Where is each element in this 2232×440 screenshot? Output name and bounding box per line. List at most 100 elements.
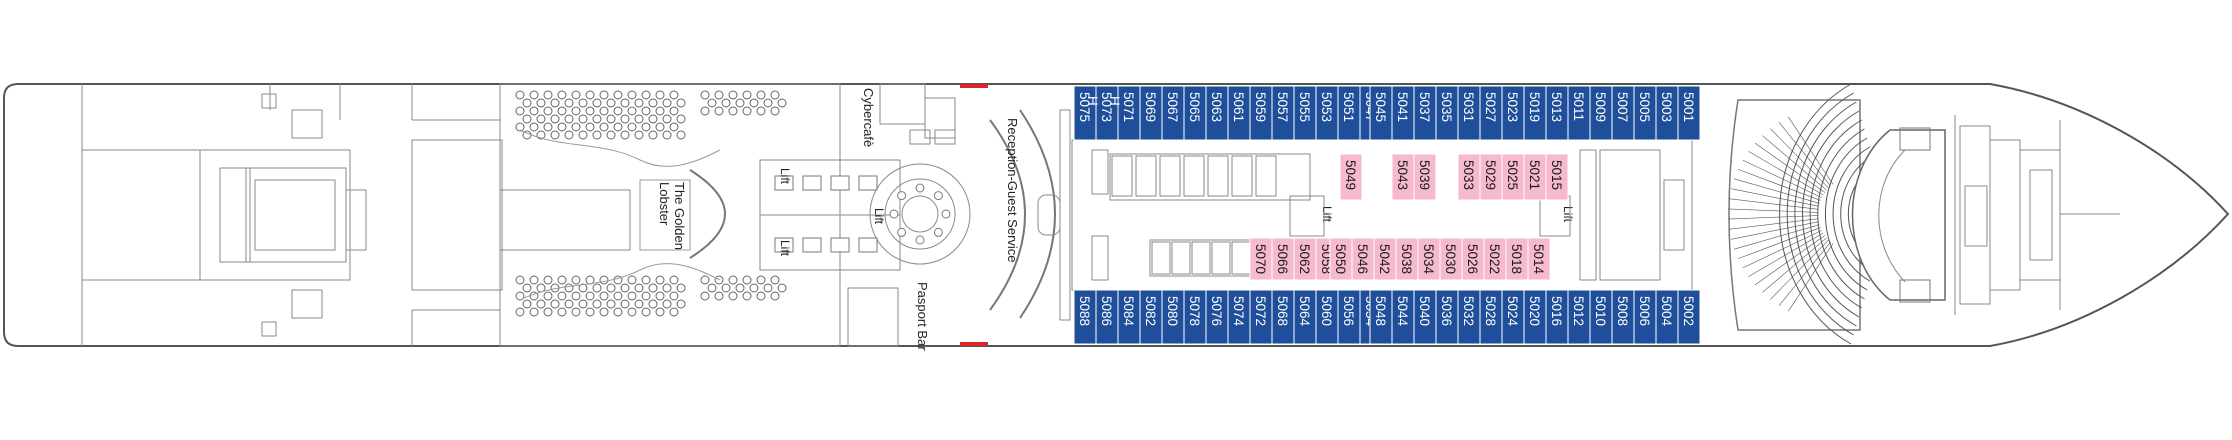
cabin-5050[interactable]: 5050 — [1329, 237, 1353, 281]
cabin-5040[interactable]: 5040 — [1413, 289, 1437, 345]
cabin-5045[interactable]: 5045 — [1369, 85, 1393, 141]
cabin-number: 5071 — [1121, 92, 1136, 122]
cabin-number: 5028 — [1483, 296, 1498, 326]
cabin-5018[interactable]: 5018 — [1505, 237, 1529, 281]
cabin-5059[interactable]: 5059 — [1249, 85, 1273, 141]
cabin-5082[interactable]: 5082 — [1139, 289, 1163, 345]
cabin-5033[interactable]: 5033 — [1457, 153, 1481, 201]
cabin-5044[interactable]: 5044 — [1391, 289, 1415, 345]
cabin-5066[interactable]: 5066 — [1271, 237, 1295, 281]
cabin-5084[interactable]: 5084 — [1117, 289, 1141, 345]
cabin-5004[interactable]: 5004 — [1655, 289, 1679, 345]
cabin-5038[interactable]: 5038 — [1395, 237, 1419, 281]
cabin-5019[interactable]: 5019 — [1523, 85, 1547, 141]
cabin-5056[interactable]: 5056 — [1337, 289, 1361, 345]
cabin-5074[interactable]: 5074 — [1227, 289, 1251, 345]
cabin-number: 5078 — [1187, 296, 1202, 326]
cabin-5042[interactable]: 5042 — [1373, 237, 1397, 281]
cabin-5068[interactable]: 5068 — [1271, 289, 1295, 345]
cabin-5061[interactable]: 5061 — [1227, 85, 1251, 141]
cabin-5072[interactable]: 5072 — [1249, 289, 1273, 345]
cabin-5021[interactable]: 5021 — [1523, 153, 1547, 201]
cabin-5024[interactable]: 5024 — [1501, 289, 1525, 345]
cabin-number: 5051 — [1341, 92, 1356, 122]
cabin-5073[interactable]: 5073 — [1095, 85, 1119, 141]
cabin-5078[interactable]: 5078 — [1183, 289, 1207, 345]
cabin-number: 5084 — [1121, 296, 1136, 327]
cabin-5037[interactable]: 5037 — [1413, 85, 1437, 141]
cabin-5011[interactable]: 5011 — [1567, 85, 1591, 141]
cabin-5022[interactable]: 5022 — [1483, 237, 1507, 281]
cabin-5053[interactable]: 5053 — [1315, 85, 1339, 141]
cabin-5067[interactable]: 5067 — [1161, 85, 1185, 141]
cabin-number: 5064 — [1297, 296, 1312, 327]
cabin-number: 5031 — [1461, 92, 1476, 122]
cabin-5064[interactable]: 5064 — [1293, 289, 1317, 345]
cabin-5062[interactable]: 5062 — [1293, 237, 1317, 281]
cabin-5075[interactable]: 5075 — [1073, 85, 1097, 141]
cabin-number: 5009 — [1593, 92, 1608, 122]
cabin-5034[interactable]: 5034 — [1417, 237, 1441, 281]
accessible-badge: H — [1085, 96, 1100, 106]
cabin-5043[interactable]: 5043 — [1391, 153, 1415, 201]
cabin-5005[interactable]: 5005 — [1633, 85, 1657, 141]
cabin-5086[interactable]: 5086 — [1095, 289, 1119, 345]
cabin-5020[interactable]: 5020 — [1523, 289, 1547, 345]
cabin-5032[interactable]: 5032 — [1457, 289, 1481, 345]
cabin-5065[interactable]: 5065 — [1183, 85, 1207, 141]
cabin-5041[interactable]: 5041 — [1391, 85, 1415, 141]
cabin-5048[interactable]: 5048 — [1369, 289, 1393, 345]
cabin-5026[interactable]: 5026 — [1461, 237, 1485, 281]
cabin-number: 5019 — [1527, 92, 1542, 122]
cabin-5036[interactable]: 5036 — [1435, 289, 1459, 345]
cabin-5039[interactable]: 5039 — [1413, 153, 1437, 201]
cabin-5023[interactable]: 5023 — [1501, 85, 1525, 141]
cabin-number: 5026 — [1465, 244, 1480, 274]
cabin-5030[interactable]: 5030 — [1439, 237, 1463, 281]
cabin-5010[interactable]: 5010 — [1589, 289, 1613, 345]
cabin-5057[interactable]: 5057 — [1271, 85, 1295, 141]
cabin-5088[interactable]: 5088 — [1073, 289, 1097, 345]
cabin-number: 5065 — [1187, 92, 1202, 122]
cabin-5035[interactable]: 5035 — [1435, 85, 1459, 141]
cabin-5008[interactable]: 5008 — [1611, 289, 1635, 345]
cabin-number: 5011 — [1571, 92, 1586, 121]
cabin-5063[interactable]: 5063 — [1205, 85, 1229, 141]
cabin-number: 5007 — [1615, 92, 1630, 122]
cabin-5001[interactable]: 5001 — [1677, 85, 1701, 141]
cabin-5009[interactable]: 5009 — [1589, 85, 1613, 141]
cabin-number: 5086 — [1099, 296, 1114, 326]
cabin-number: 5075 — [1077, 92, 1092, 122]
cabin-5028[interactable]: 5028 — [1479, 289, 1503, 345]
cabin-5015[interactable]: 5015 — [1545, 153, 1569, 201]
cabin-5076[interactable]: 5076 — [1205, 289, 1229, 345]
cabin-number: 5018 — [1509, 244, 1524, 274]
cabin-number: 5074 — [1231, 296, 1246, 327]
cabin-5003[interactable]: 5003 — [1655, 85, 1679, 141]
cabin-5060[interactable]: 5060 — [1315, 289, 1339, 345]
cabin-5016[interactable]: 5016 — [1545, 289, 1569, 345]
cabin-5007[interactable]: 5007 — [1611, 85, 1635, 141]
cabin-5013[interactable]: 5013 — [1545, 85, 1569, 141]
cabin-5055[interactable]: 5055 — [1293, 85, 1317, 141]
cabin-number: 5082 — [1143, 296, 1158, 326]
cabin-5080[interactable]: 5080 — [1161, 289, 1185, 345]
cabin-5014[interactable]: 5014 — [1527, 237, 1551, 281]
cabin-5031[interactable]: 5031 — [1457, 85, 1481, 141]
cabin-5049[interactable]: 5049 — [1339, 153, 1363, 201]
cabin-5012[interactable]: 5012 — [1567, 289, 1591, 345]
cabin-5046[interactable]: 5046 — [1351, 237, 1375, 281]
cabin-5051[interactable]: 5051 — [1337, 85, 1361, 141]
cabin-5027[interactable]: 5027 — [1479, 85, 1503, 141]
cabin-5006[interactable]: 5006 — [1633, 289, 1657, 345]
cabin-5071[interactable]: 5071 — [1117, 85, 1141, 141]
cabin-5025[interactable]: 5025 — [1501, 153, 1525, 201]
cabin-5070[interactable]: 5070 — [1249, 237, 1273, 281]
cabin-number: 5024 — [1505, 296, 1520, 327]
cabin-5029[interactable]: 5029 — [1479, 153, 1503, 201]
cabin-number: 5062 — [1297, 244, 1312, 274]
cabin-5069[interactable]: 5069 — [1139, 85, 1163, 141]
cabin-5002[interactable]: 5002 — [1677, 289, 1701, 345]
cabin-number: 5059 — [1253, 92, 1268, 122]
